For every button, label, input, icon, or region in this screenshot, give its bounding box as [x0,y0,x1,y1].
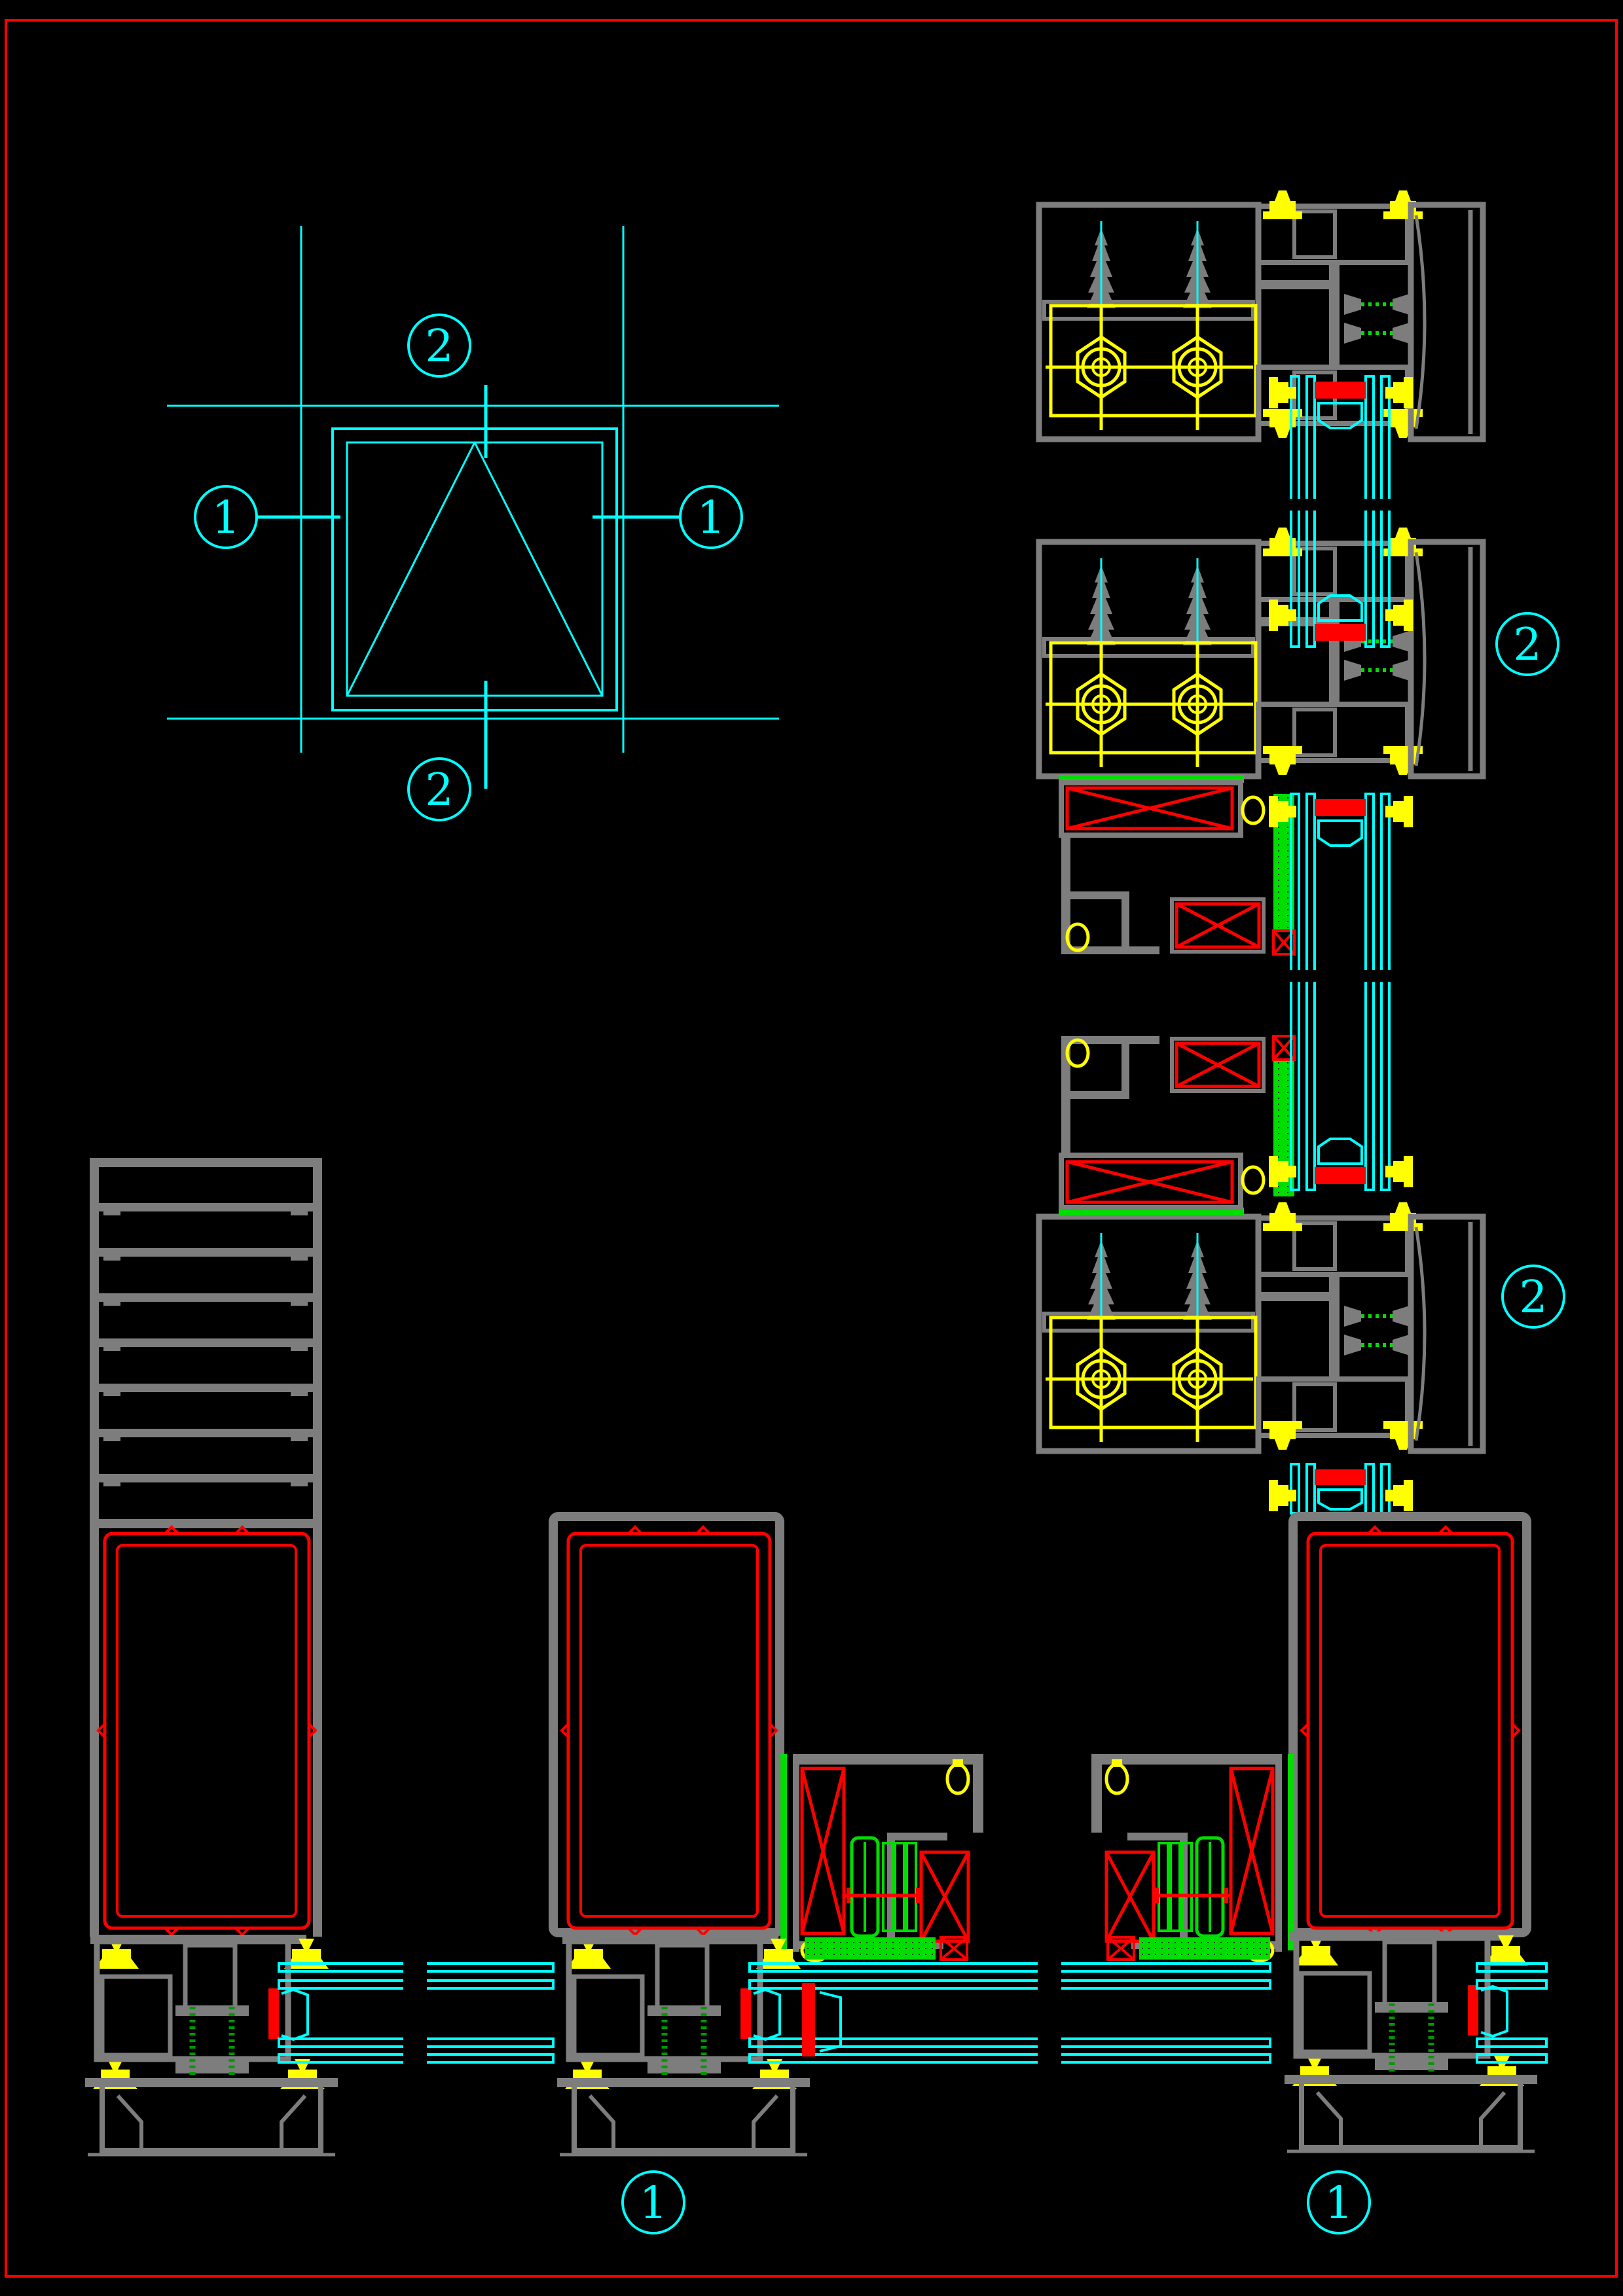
glazing-band-right [1476,1962,1548,2064]
marker-text: 2 [1519,1272,1547,1323]
marker-text: 2 [425,321,453,372]
packer-strip-right [1288,1754,1294,1950]
marker-text: 1 [1324,2178,1353,2229]
packer-strip-left [780,1754,787,1950]
section-1-1-details: 1 1 [85,1158,1548,2234]
marker-text: 2 [425,764,453,816]
glazing-stub [1269,1463,1413,1515]
marker-text: 2 [1513,619,1541,671]
section-marker-1-right: 1 [679,485,743,549]
frame-section-bottom [1039,1202,1483,1451]
window-outline-outer [331,427,618,711]
detail-marker-2-upper: 2 [1495,612,1559,676]
frame-section-middle [1039,528,1483,776]
gasket-detail-right [1091,1754,1282,1961]
elevation-key-plan: 2 2 1 1 [167,226,779,821]
section-marker-1-left: 1 [194,485,258,549]
detail-marker-1-left: 1 [621,2170,685,2234]
marker-text: 1 [639,2178,667,2229]
marker-text: 1 [211,492,240,544]
insulation-detail-upper [1059,775,1294,954]
insulation-detail-lower [1059,1036,1294,1215]
mullion-plan-left [85,1935,338,2155]
marker-text: 1 [697,492,725,544]
mullion-plan-middle [557,1935,810,2155]
section-marker-2-bottom: 2 [407,757,471,821]
glazed-panel-left [96,1525,318,1937]
glazing-band-left [278,1960,555,2067]
glazing-band-middle [748,1960,1271,2067]
section-2-2-details: 2 2 [1039,190,1565,1515]
glazed-panel-right [1288,1512,1531,1937]
glazing-unit-2 [1269,793,1413,1191]
mullion-ladder [90,1158,322,1937]
detail-marker-1-right: 1 [1307,2170,1371,2234]
section-marker-2-top: 2 [407,314,471,378]
glazing-unit-1 [1269,375,1413,648]
frame-section-top [1039,190,1483,439]
window-outline-inner [346,441,604,697]
detail-marker-2-lower: 2 [1501,1265,1565,1329]
opening-symbol [346,442,476,696]
sheet-border [5,19,1618,2278]
gasket-detail-left [793,1754,983,1961]
glazed-panel-middle [549,1512,784,1937]
